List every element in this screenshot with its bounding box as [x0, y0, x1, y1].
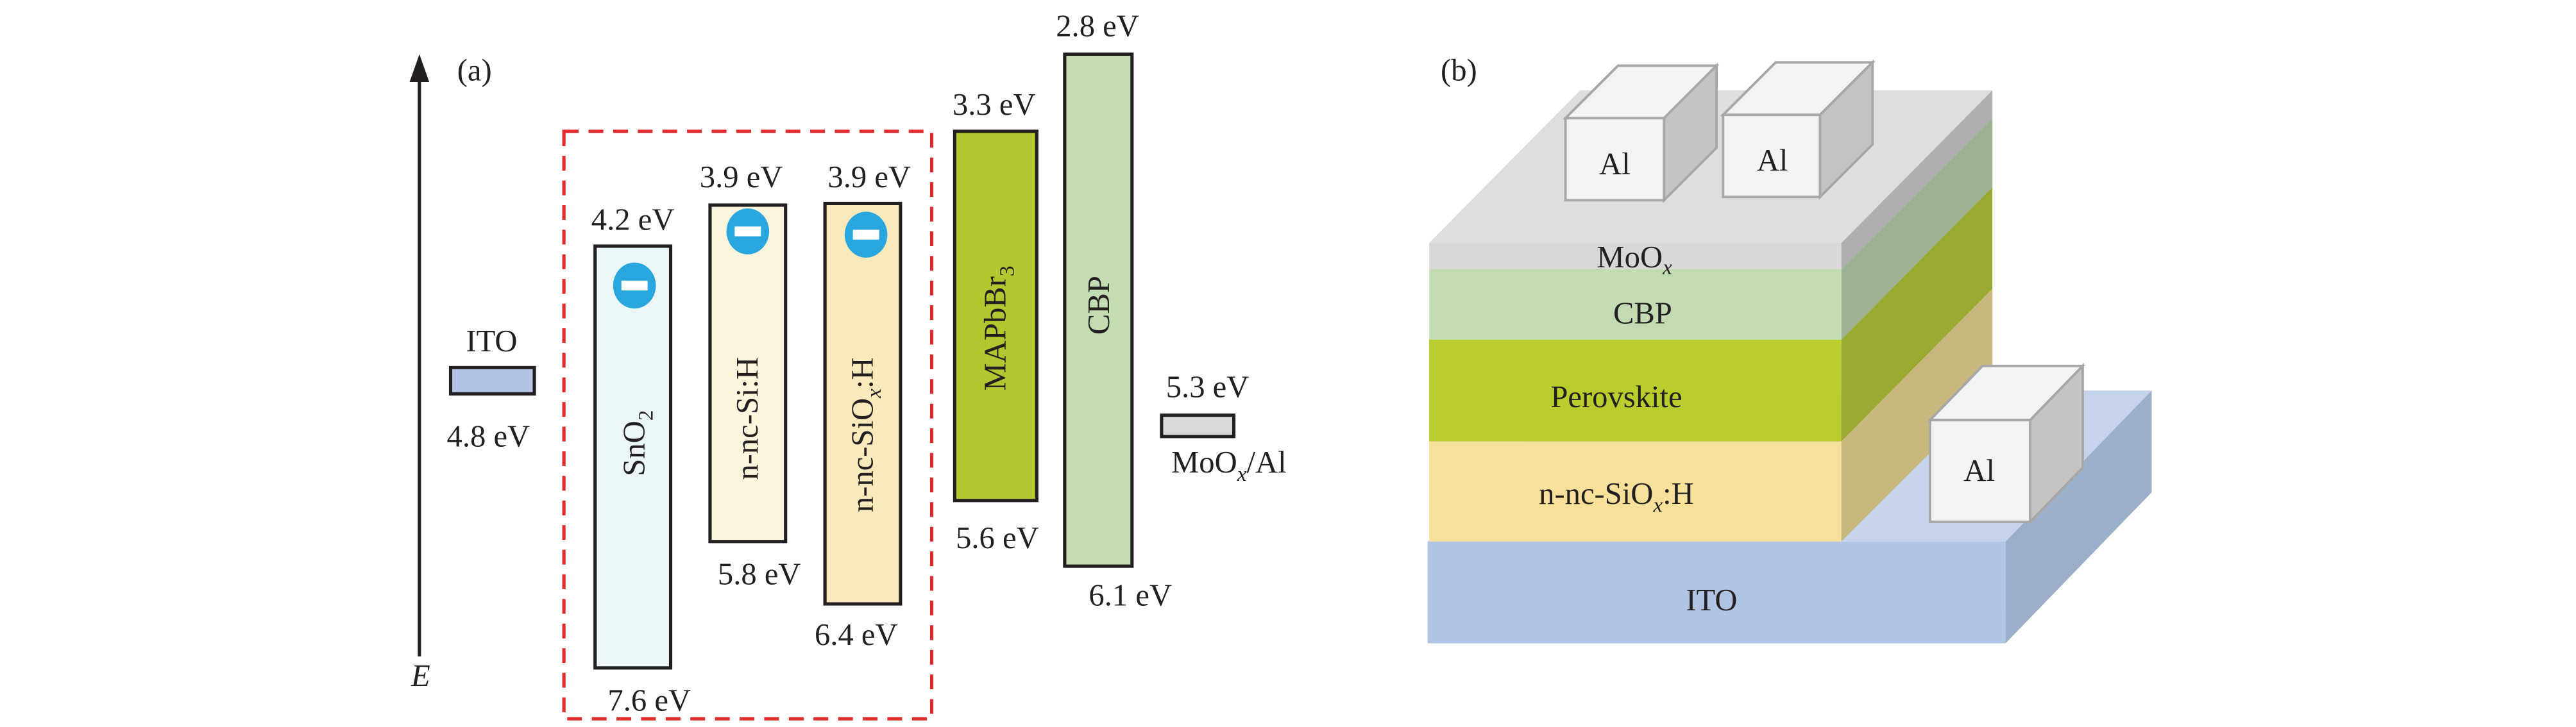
- ito-layer: [1427, 541, 2006, 644]
- ito-side-face: [2005, 390, 2152, 644]
- moox-layer-label: MoOx: [1597, 240, 1672, 279]
- mapbbr-bottom-energy: 5.6 eV: [956, 521, 1039, 555]
- cbp-side-face: [1841, 118, 1993, 340]
- energy-level-diagram: (a) E ITO 4.8 eV 4.2 eV SnO2 7.6 eV 3.9 …: [409, 8, 1287, 721]
- panel-b-tag: (b): [1441, 53, 1477, 87]
- cbp-bottom-energy: 6.1 eV: [1089, 578, 1172, 613]
- sno2-top-energy: 4.2 eV: [591, 202, 675, 237]
- energy-axis-label: E: [411, 658, 430, 693]
- mapbbr-label: MAPbBr3: [978, 265, 1019, 390]
- panel-a-tag: (a): [457, 53, 492, 87]
- electron-icon: [726, 208, 770, 255]
- ito-layer-label: ITO: [1686, 583, 1737, 617]
- arrow-head-icon: [409, 54, 430, 82]
- al-electrode: Al: [1720, 59, 1876, 200]
- cbp-band: [1063, 52, 1134, 568]
- al-electrode: Al: [1562, 62, 1720, 203]
- mooxal-label: MoOx/Al: [1171, 445, 1287, 486]
- ito-level: [448, 365, 536, 396]
- al-label: Al: [1963, 453, 1995, 488]
- si-label: n-nc-Si:H: [730, 357, 765, 480]
- cbp-label: CBP: [1081, 276, 1116, 335]
- highlight-dashed-box: [562, 130, 934, 721]
- si-bottom-energy: 5.8 eV: [718, 556, 801, 591]
- siox-top-energy: 3.9 eV: [827, 160, 911, 194]
- sno2-label: SnO2: [617, 410, 658, 476]
- siox-side-face: [1841, 288, 1993, 542]
- si-band: [708, 203, 788, 544]
- device-structure: (b) ITO MoOx CBP Perovskite n-nc-SiOx:H …: [1427, 53, 2152, 644]
- al-label: Al: [1757, 143, 1788, 178]
- mooxal-level: [1160, 414, 1236, 439]
- electron-icon: [613, 262, 656, 309]
- ito-label: ITO: [466, 324, 517, 358]
- cbp-layer: [1429, 269, 1842, 340]
- cbp-layer-label: CBP: [1613, 296, 1672, 330]
- electron-icon: [844, 212, 888, 258]
- siox-label: n-nc-SiOx:H: [845, 358, 886, 513]
- al-label: Al: [1599, 146, 1631, 181]
- sno2-band: [593, 244, 673, 670]
- mapbbr-top-energy: 3.3 eV: [953, 87, 1036, 122]
- siox-bottom-energy: 6.4 eV: [815, 617, 898, 652]
- cbp-top-energy: 2.8 eV: [1056, 8, 1139, 43]
- moox-layer: [1429, 242, 1842, 269]
- si-top-energy: 3.9 eV: [700, 160, 783, 194]
- siox-layer: [1429, 441, 1842, 542]
- siox-band: [823, 201, 902, 606]
- perovskite-side-face: [1841, 187, 1993, 442]
- al-electrode: Al: [1927, 363, 2086, 525]
- mooxal-energy: 5.3 eV: [1166, 369, 1250, 404]
- siox-layer-label: n-nc-SiOx:H: [1539, 476, 1694, 517]
- sno2-bottom-energy: 7.6 eV: [607, 683, 691, 717]
- perovskite-layer-label: Perovskite: [1550, 380, 1682, 414]
- mapbbr-band: [953, 130, 1038, 503]
- moox-side-face: [1841, 90, 1993, 269]
- ito-energy: 4.8 eV: [447, 419, 530, 453]
- perovskite-layer: [1429, 339, 1842, 442]
